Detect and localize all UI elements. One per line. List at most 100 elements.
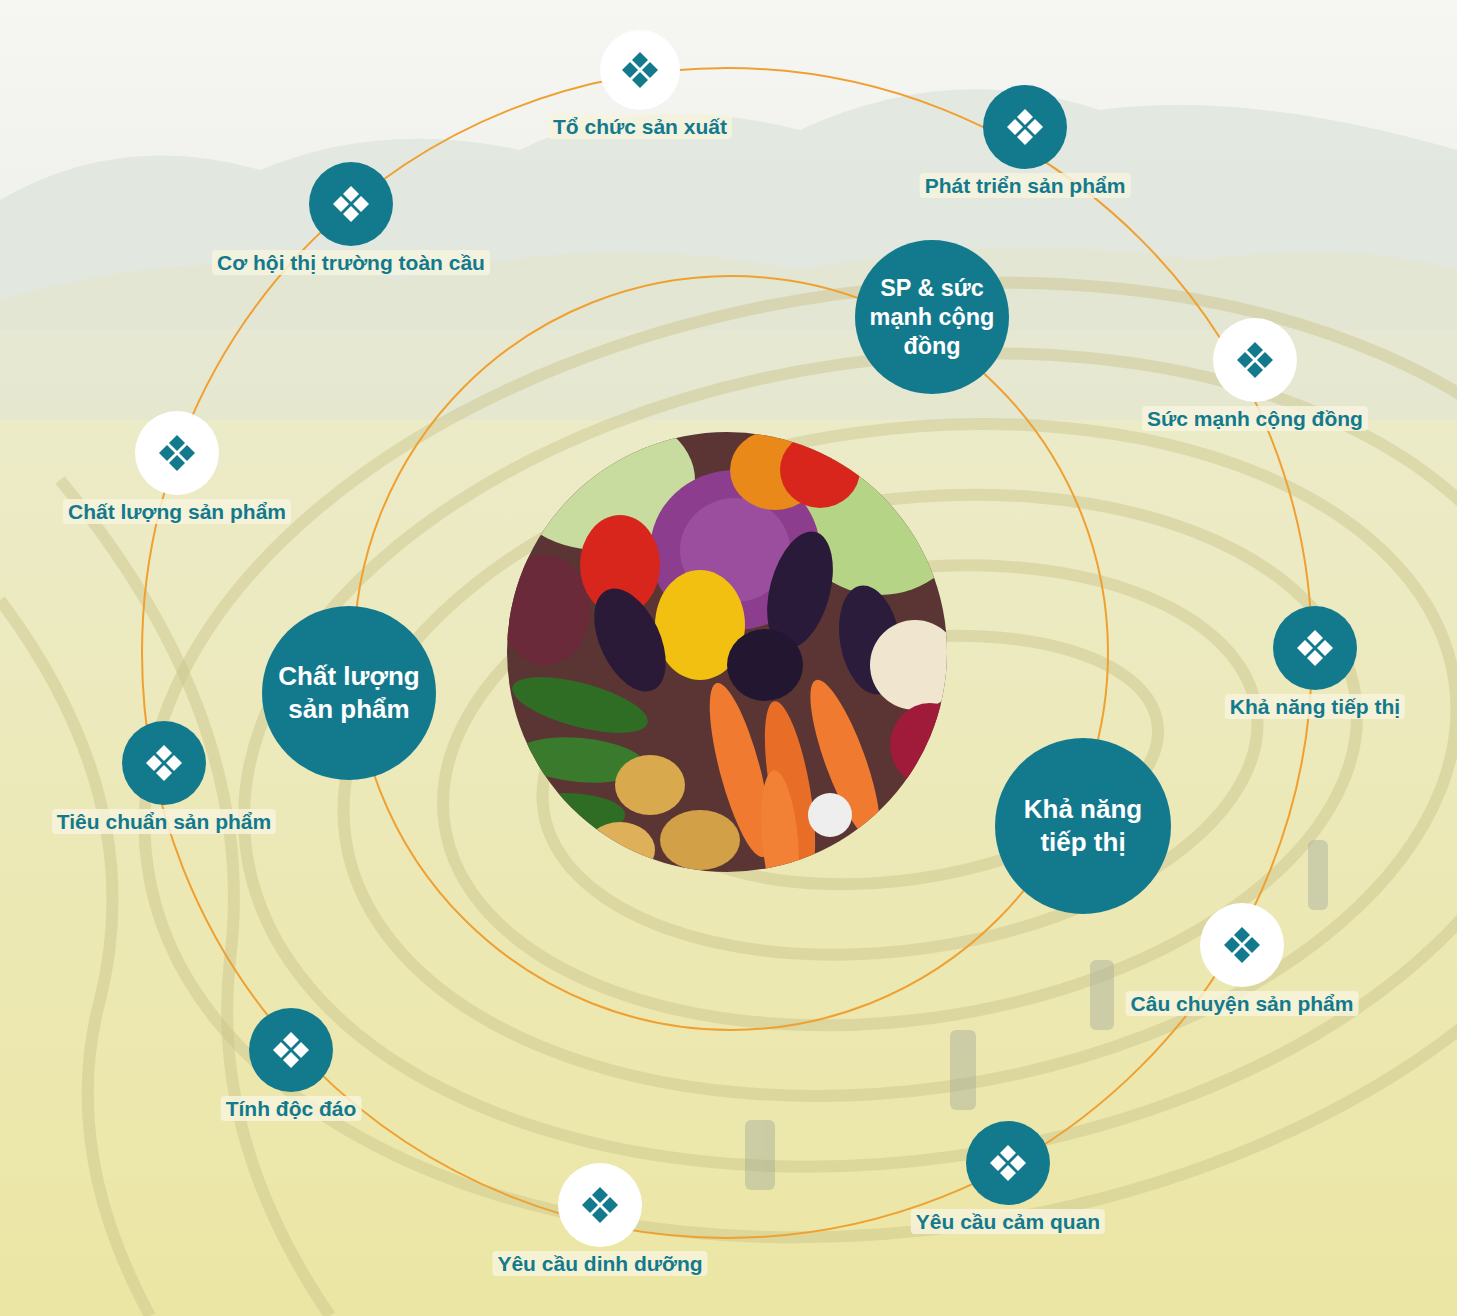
diamond-icon: [1237, 342, 1273, 378]
factor-circle: Yêu cầu dinh dưỡng: [558, 1163, 642, 1247]
circle-outline: [262, 606, 436, 780]
diamond-icon: [273, 1032, 309, 1068]
circle-outline: [309, 162, 393, 246]
diamond-piece: [1000, 1145, 1016, 1161]
text-holder: Chất lượng sản phẩm: [262, 606, 436, 780]
circle-fill: [249, 1008, 333, 1092]
circle-fill: [1200, 903, 1284, 987]
theme-title: SP & sức mạnh cộng đồng: [868, 274, 997, 361]
diamond-piece: [1010, 1155, 1026, 1171]
diamond-piece: [1007, 119, 1023, 135]
factor-circle: Tổ chức sản xuất: [600, 30, 680, 110]
circle-fill: [309, 162, 393, 246]
circle-fill: [122, 721, 206, 805]
circle-outline: [600, 30, 680, 110]
factor-label: Khả năng tiếp thị: [1225, 694, 1405, 719]
diamond-piece: [1257, 352, 1273, 368]
circle-outline: [122, 721, 206, 805]
circle-fill: [1273, 606, 1357, 690]
diamond-piece: [283, 1052, 299, 1068]
factor-label: Tổ chức sản xuất: [548, 114, 732, 139]
circle-fill: [1213, 318, 1297, 402]
factor-label: Chất lượng sản phẩm: [63, 499, 291, 524]
circle-outline: [1213, 318, 1297, 402]
factor-circle: Câu chuyện sản phẩm: [1200, 903, 1284, 987]
diamond-icon: [990, 1145, 1026, 1181]
diamond-piece: [169, 435, 185, 451]
diamond-piece: [1297, 640, 1313, 656]
theme-circle: Khả năng tiếp thị: [995, 738, 1171, 914]
diamond-piece: [169, 455, 185, 471]
circle-outline: [135, 411, 219, 495]
factor-label: Sức mạnh cộng đồng: [1142, 406, 1368, 431]
factor-label: Cơ hội thị trường toàn cầu: [212, 250, 490, 275]
circle-fill: [966, 1121, 1050, 1205]
factor-circle: Tiêu chuẩn sản phẩm: [122, 721, 206, 805]
diamond-piece: [1027, 119, 1043, 135]
diamond-piece: [179, 445, 195, 461]
diamond-piece: [273, 1042, 289, 1058]
factor-circle: Yêu cầu cảm quan: [966, 1121, 1050, 1205]
diamond-icon: [582, 1187, 618, 1223]
theme-circle: Chất lượng sản phẩm: [262, 606, 436, 780]
diamond-piece: [293, 1042, 309, 1058]
diamond-piece: [1000, 1165, 1016, 1181]
diamond-piece: [1224, 937, 1240, 953]
circle-outline: [966, 1121, 1050, 1205]
factor-label: Yêu cầu dinh dưỡng: [492, 1251, 707, 1276]
factor-circle: Chất lượng sản phẩm: [135, 411, 219, 495]
diamond-icon: [1007, 109, 1043, 145]
diamond-piece: [343, 206, 359, 222]
theme-circle: SP & sức mạnh cộng đồng: [855, 240, 1009, 394]
diamond-piece: [353, 196, 369, 212]
diamond-piece: [156, 765, 172, 781]
diamond-piece: [1244, 937, 1260, 953]
diamond-piece: [333, 196, 349, 212]
circle-fill: [600, 30, 680, 110]
diamond-icon: [622, 52, 658, 88]
diamond-piece: [156, 745, 172, 761]
circle-fill: [983, 85, 1067, 169]
diamond-icon: [1224, 927, 1260, 963]
factor-label: Tính độc đáo: [221, 1096, 362, 1121]
circle-fill: [135, 411, 219, 495]
factor-label: Câu chuyện sản phẩm: [1126, 991, 1359, 1016]
factor-circle: Cơ hội thị trường toàn cầu: [309, 162, 393, 246]
diamond-icon: [1297, 630, 1333, 666]
diamond-piece: [602, 1197, 618, 1213]
text-holder: Khả năng tiếp thị: [995, 738, 1171, 914]
diamond-piece: [1307, 650, 1323, 666]
diamond-icon: [333, 186, 369, 222]
circle-outline: [249, 1008, 333, 1092]
diamond-piece: [159, 445, 175, 461]
diamond-piece: [1247, 342, 1263, 358]
factor-label: Phát triển sản phẩm: [920, 173, 1131, 198]
diamond-piece: [1234, 947, 1250, 963]
circle-fill: [262, 606, 436, 780]
diamond-piece: [166, 755, 182, 771]
text-holder: SP & sức mạnh cộng đồng: [855, 240, 1009, 394]
diamond-piece: [1017, 109, 1033, 125]
diamond-piece: [1237, 352, 1253, 368]
diamond-piece: [1247, 362, 1263, 378]
circle-fill: [995, 738, 1171, 914]
diamond-piece: [592, 1207, 608, 1223]
factor-circle: Phát triển sản phẩm: [983, 85, 1067, 169]
diamond-piece: [990, 1155, 1006, 1171]
theme-title: Khả năng tiếp thị: [1009, 793, 1157, 859]
diamond-icon: [159, 435, 195, 471]
circle-outline: [983, 85, 1067, 169]
factor-circle: Tính độc đáo: [249, 1008, 333, 1092]
diamond-piece: [592, 1187, 608, 1203]
diamond-piece: [642, 62, 658, 78]
circle-fill: [855, 240, 1009, 394]
circle-fill: [558, 1163, 642, 1247]
diamond-piece: [632, 52, 648, 68]
diamond-piece: [622, 62, 638, 78]
circle-outline: [1200, 903, 1284, 987]
diamond-piece: [1017, 129, 1033, 145]
diamond-piece: [343, 186, 359, 202]
circle-outline: [1273, 606, 1357, 690]
